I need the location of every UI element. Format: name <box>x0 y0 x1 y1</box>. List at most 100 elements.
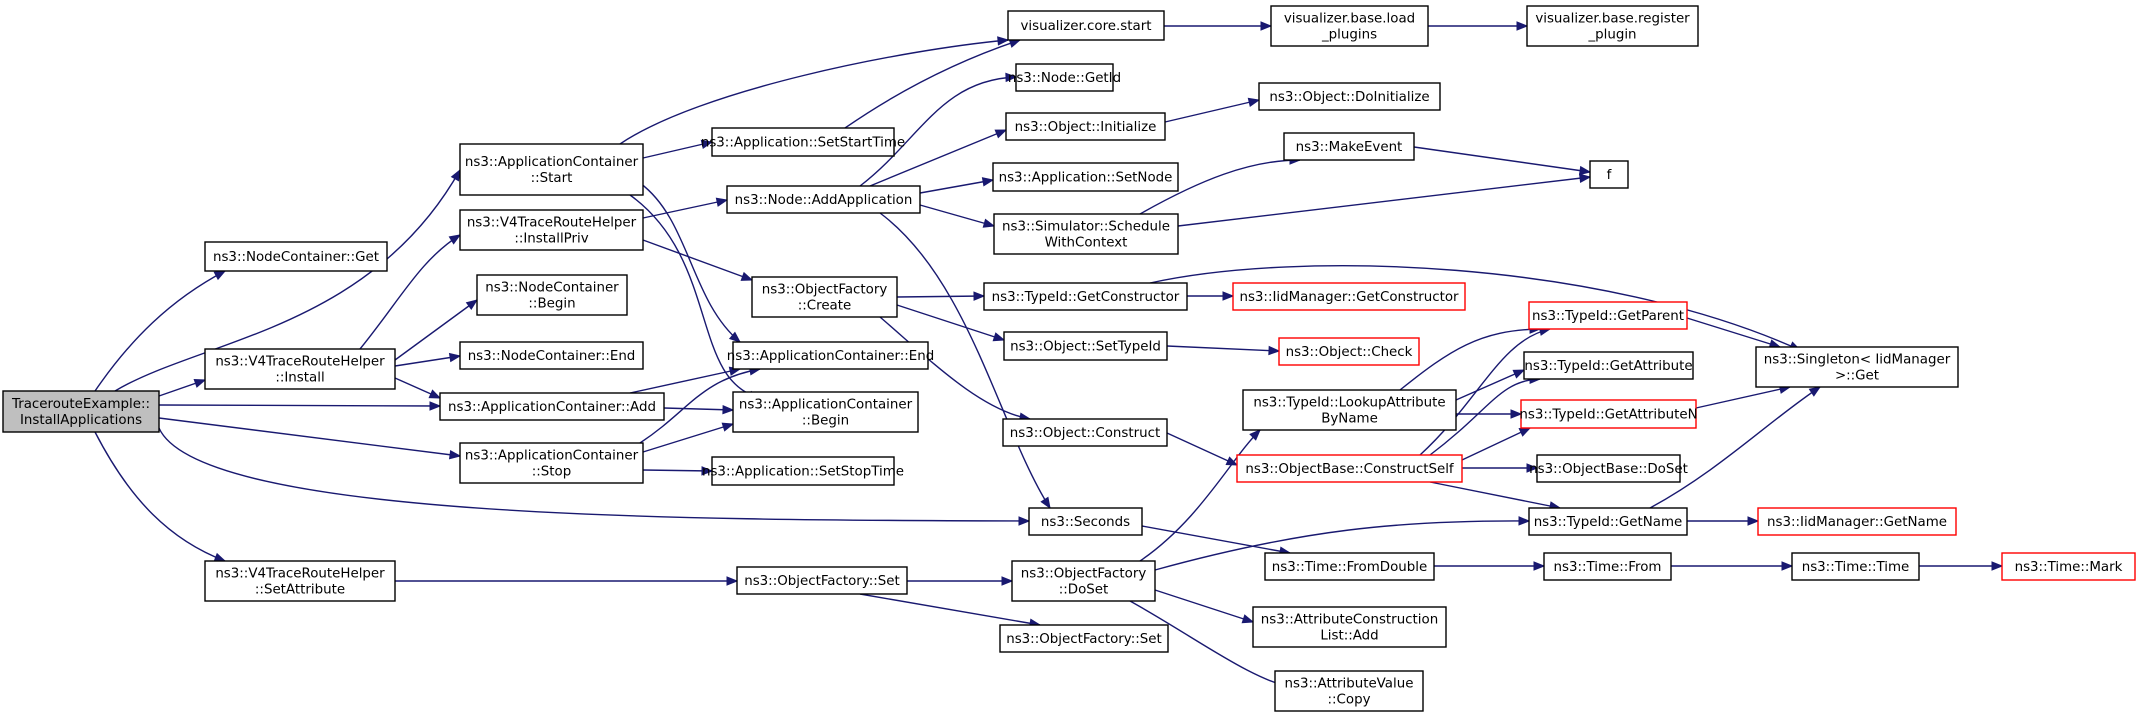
node-ob-doset[interactable]: ns3::ObjectBase::DoSet <box>1529 454 1688 483</box>
node-box <box>1011 560 1156 602</box>
node-time-from[interactable]: ns3::Time::From <box>1543 552 1672 581</box>
node-ac-begin[interactable]: ns3::ApplicationContainer::Begin <box>732 391 919 433</box>
node-obj-construct[interactable]: ns3::Object::Construct <box>1002 418 1168 447</box>
arrowhead <box>450 168 461 182</box>
edge-line <box>1154 589 1254 623</box>
node-time-fromdouble[interactable]: ns3::Time::FromDouble <box>1264 552 1435 581</box>
node-ob-constructself[interactable]: ns3::ObjectBase::ConstructSelf <box>1236 454 1463 483</box>
node-root[interactable]: TracerouteExample::InstallApplications <box>2 390 160 433</box>
node-of-set[interactable]: ns3::ObjectFactory::Set <box>736 566 908 595</box>
node-obj-settypeid[interactable]: ns3::Object::SetTypeId <box>1003 331 1168 361</box>
node-label: ::Start <box>531 171 573 186</box>
node-box <box>1757 507 1957 536</box>
node-label: ns3::Time::From <box>1554 560 1662 575</box>
arrowhead <box>1510 409 1523 419</box>
node-app-setstop[interactable]: ns3::Application::SetStopTime <box>702 456 904 486</box>
node-typeid-getparent[interactable]: ns3::TypeId::GetParent <box>1528 301 1688 330</box>
edge-line <box>1164 99 1260 123</box>
node-app-setstart[interactable]: ns3::Application::SetStartTime <box>701 127 905 157</box>
edge-ac_start-to-app_setstart <box>642 139 714 159</box>
node-label: ::Begin <box>802 414 849 429</box>
edge-line <box>629 368 741 394</box>
node-iid-getname[interactable]: ns3::IidManager::GetName <box>1757 507 1957 536</box>
node-typeid-getctor[interactable]: ns3::TypeId::GetConstructor <box>983 282 1188 311</box>
node-label: ns3::TypeId::GetAttribute <box>1524 359 1692 374</box>
node-node-getid[interactable]: ns3::Node::GetId <box>1008 63 1121 92</box>
node-av-copy[interactable]: ns3::AttributeValue::Copy <box>1274 670 1424 712</box>
edge-v4_install-to-ac_add <box>394 377 442 399</box>
node-box <box>2 390 160 433</box>
arrowhead <box>740 271 754 281</box>
node-label: visualizer.base.register <box>1535 12 1690 27</box>
edge-root-to-seconds <box>158 427 1031 526</box>
node-ac-end[interactable]: ns3::ApplicationContainer::End <box>727 341 935 370</box>
node-box <box>2001 552 2136 581</box>
node-time-mark[interactable]: ns3::Time::Mark <box>2001 552 2136 581</box>
edge-line <box>114 169 461 392</box>
node-of-set2[interactable]: ns3::ObjectFactory::Set <box>999 624 1169 653</box>
node-f[interactable]: f <box>1589 160 1629 189</box>
node-iid-getctor[interactable]: ns3::IidManager::GetConstructor <box>1232 282 1466 311</box>
node-label: ns3::ObjectFactory <box>762 283 888 298</box>
node-nc-end[interactable]: ns3::NodeContainer::End <box>459 341 644 370</box>
node-label: ns3::Seconds <box>1041 515 1130 530</box>
node-of-create[interactable]: ns3::ObjectFactory::Create <box>751 276 898 318</box>
node-label: ns3::IidManager::GetConstructor <box>1239 290 1459 305</box>
node-box <box>1528 301 1688 330</box>
node-label: ::InstallPriv <box>514 232 588 247</box>
edge-root-to-v4_install <box>158 378 207 397</box>
node-label: ns3::Time::Time <box>1802 560 1910 575</box>
node-typeid-getattrn[interactable]: ns3::TypeId::GetAttributeN <box>1519 399 1698 429</box>
node-obj-init[interactable]: ns3::Object::Initialize <box>1005 112 1166 141</box>
node-vis-register[interactable]: visualizer.base.register_plugin <box>1526 5 1699 47</box>
node-singleton-get[interactable]: ns3::Singleton< IidManager >::Get <box>1755 346 1959 388</box>
arrowhead <box>982 218 996 228</box>
node-app-setnode[interactable]: ns3::Application::SetNode <box>992 162 1179 192</box>
node-box <box>476 274 628 316</box>
node-vis-start[interactable]: visualizer.core.start <box>1007 10 1165 41</box>
node-obj-check[interactable]: ns3::Object::Check <box>1278 337 1420 366</box>
node-box <box>1536 454 1681 483</box>
node-v4-setattr[interactable]: ns3::V4TraceRouteHelper::SetAttribute <box>204 560 396 602</box>
node-label: ns3::TypeId::GetName <box>1534 515 1683 530</box>
edge-typeid_lookup-to-typeid_getattr <box>1455 369 1526 401</box>
node-makeevent[interactable]: ns3::MakeEvent <box>1283 132 1415 161</box>
node-obj-doinit[interactable]: ns3::Object::DoInitialize <box>1258 82 1441 111</box>
node-typeid-getname[interactable]: ns3::TypeId::GetName <box>1528 507 1688 536</box>
node-time-time[interactable]: ns3::Time::Time <box>1791 552 1920 581</box>
edge-line <box>158 404 441 407</box>
arrowhead <box>997 36 1010 46</box>
node-box <box>459 341 644 370</box>
node-typeid-getattr[interactable]: ns3::TypeId::GetAttribute <box>1523 351 1694 380</box>
node-label: WithContext <box>1045 236 1128 251</box>
arrowhead <box>1001 576 1014 586</box>
node-box <box>1258 82 1441 111</box>
edge-line <box>896 304 1005 341</box>
node-node-addapp[interactable]: ns3::Node::AddApplication <box>726 185 921 214</box>
node-v4-install[interactable]: ns3::V4TraceRouteHelper::Install <box>204 348 396 390</box>
node-vis-load[interactable]: visualizer.base.load_plugins <box>1270 5 1429 47</box>
node-label: ns3::Object::Construct <box>1010 426 1161 441</box>
node-of-doset[interactable]: ns3::ObjectFactory::DoSet <box>1011 560 1156 602</box>
node-seconds[interactable]: ns3::Seconds <box>1028 507 1143 536</box>
node-box <box>1242 389 1457 431</box>
arrowhead <box>1579 173 1592 183</box>
node-label: ns3::ObjectBase::ConstructSelf <box>1245 462 1454 477</box>
node-ac-start[interactable]: ns3::ApplicationContainer::Start <box>459 143 644 196</box>
node-ac-add[interactable]: ns3::ApplicationContainer::Add <box>439 392 665 421</box>
node-box <box>1264 552 1435 581</box>
node-v4-installpriv[interactable]: ns3::V4TraceRouteHelper::InstallPriv <box>459 209 644 251</box>
node-box <box>992 162 1179 192</box>
node-nc-get[interactable]: ns3::NodeContainer::Get <box>204 241 388 272</box>
arrowhead <box>1249 429 1261 441</box>
node-ac-stop[interactable]: ns3::ApplicationContainer::Stop <box>459 442 644 484</box>
node-nc-begin[interactable]: ns3::NodeContainer::Begin <box>476 274 628 316</box>
edge-line <box>869 129 1007 187</box>
arrowhead <box>700 139 714 149</box>
edge-node_addapp-to-node_getid <box>859 72 1018 187</box>
arrowhead <box>1241 614 1255 624</box>
edge-vis_start-to-vis_load <box>1164 21 1273 31</box>
